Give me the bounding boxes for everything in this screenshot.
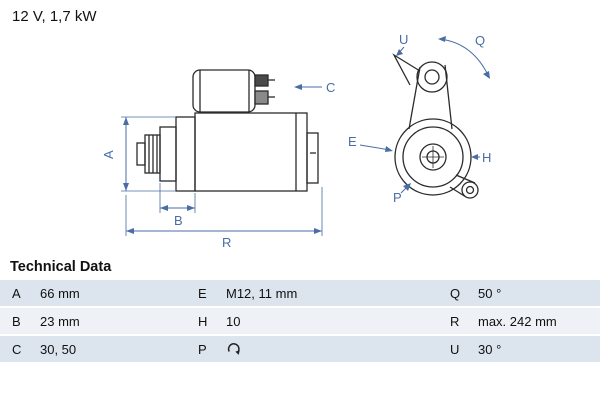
technical-data-heading: Technical Data bbox=[10, 259, 112, 275]
spec-label-b: B bbox=[12, 313, 21, 329]
dimension-label-u: U bbox=[399, 32, 408, 47]
spec-label-a: A bbox=[12, 285, 21, 301]
spec-value-p bbox=[226, 341, 450, 358]
dimension-e: E bbox=[348, 134, 393, 152]
spec-value-h: 10 bbox=[226, 313, 241, 329]
dimension-b: B bbox=[159, 183, 196, 228]
dimension-h: H bbox=[471, 150, 491, 165]
dimension-label-e: E bbox=[348, 134, 357, 149]
table-row: A 66 mm E M12, 11 mm Q 50 ° bbox=[0, 280, 600, 308]
spec-label-r: R bbox=[450, 313, 460, 329]
end-view-dimensions: U Q E H P bbox=[348, 32, 491, 205]
spec-value-c: 30, 50 bbox=[40, 341, 77, 357]
dimension-label-p: P bbox=[393, 190, 402, 205]
dimension-p: P bbox=[393, 183, 411, 205]
technical-data-table: A 66 mm E M12, 11 mm Q 50 ° B 23 mm H 10… bbox=[0, 280, 600, 364]
solenoid bbox=[192, 69, 256, 113]
rear-end-cap bbox=[306, 132, 319, 184]
dimension-label-c: C bbox=[326, 80, 335, 95]
mounting-ear bbox=[449, 174, 479, 199]
side-view-dimensions: A B R bbox=[101, 80, 335, 250]
terminal-stud-top bbox=[254, 74, 269, 87]
dimension-label-q: Q bbox=[475, 33, 485, 48]
spec-label-p: P bbox=[198, 341, 207, 357]
dimension-label-h: H bbox=[482, 150, 491, 165]
spec-value-q: 50 ° bbox=[478, 285, 502, 301]
dimension-r: R bbox=[125, 187, 323, 250]
dimension-label-a: A bbox=[101, 150, 116, 159]
dimension-label-b: B bbox=[174, 213, 183, 228]
power-rating: 12 V, 1,7 kW bbox=[12, 8, 97, 25]
dimension-c: C bbox=[294, 80, 335, 95]
starter-motor-technical-drawing: A B R bbox=[101, 32, 491, 250]
spec-label-e: E bbox=[198, 285, 207, 301]
spec-value-u: 30 ° bbox=[478, 341, 502, 357]
spec-label-u: U bbox=[450, 341, 460, 357]
terminal-stud-bottom bbox=[254, 90, 269, 105]
rotation-direction-icon bbox=[227, 343, 240, 356]
side-view bbox=[136, 69, 319, 192]
spec-label-q: Q bbox=[450, 285, 461, 301]
spec-value-e: M12, 11 mm bbox=[226, 285, 298, 301]
spec-value-b: 23 mm bbox=[40, 313, 80, 329]
spec-label-c: C bbox=[12, 341, 22, 357]
spec-value-r: max. 242 mm bbox=[478, 313, 557, 329]
table-row: C 30, 50 P U 30 ° bbox=[0, 336, 600, 364]
dimension-label-r: R bbox=[222, 235, 231, 250]
table-row: B 23 mm H 10 R max. 242 mm bbox=[0, 308, 600, 336]
drive-end-bracket bbox=[175, 116, 196, 192]
dimension-u: U bbox=[396, 32, 408, 56]
motor-body bbox=[194, 112, 308, 192]
bracket-hole bbox=[424, 69, 440, 85]
dimension-q: Q bbox=[438, 33, 490, 79]
mounting-bracket bbox=[392, 53, 453, 130]
dimension-a: A bbox=[101, 116, 176, 192]
spec-value-a: 66 mm bbox=[40, 285, 80, 301]
spec-label-h: H bbox=[198, 313, 208, 329]
end-view bbox=[392, 53, 479, 199]
